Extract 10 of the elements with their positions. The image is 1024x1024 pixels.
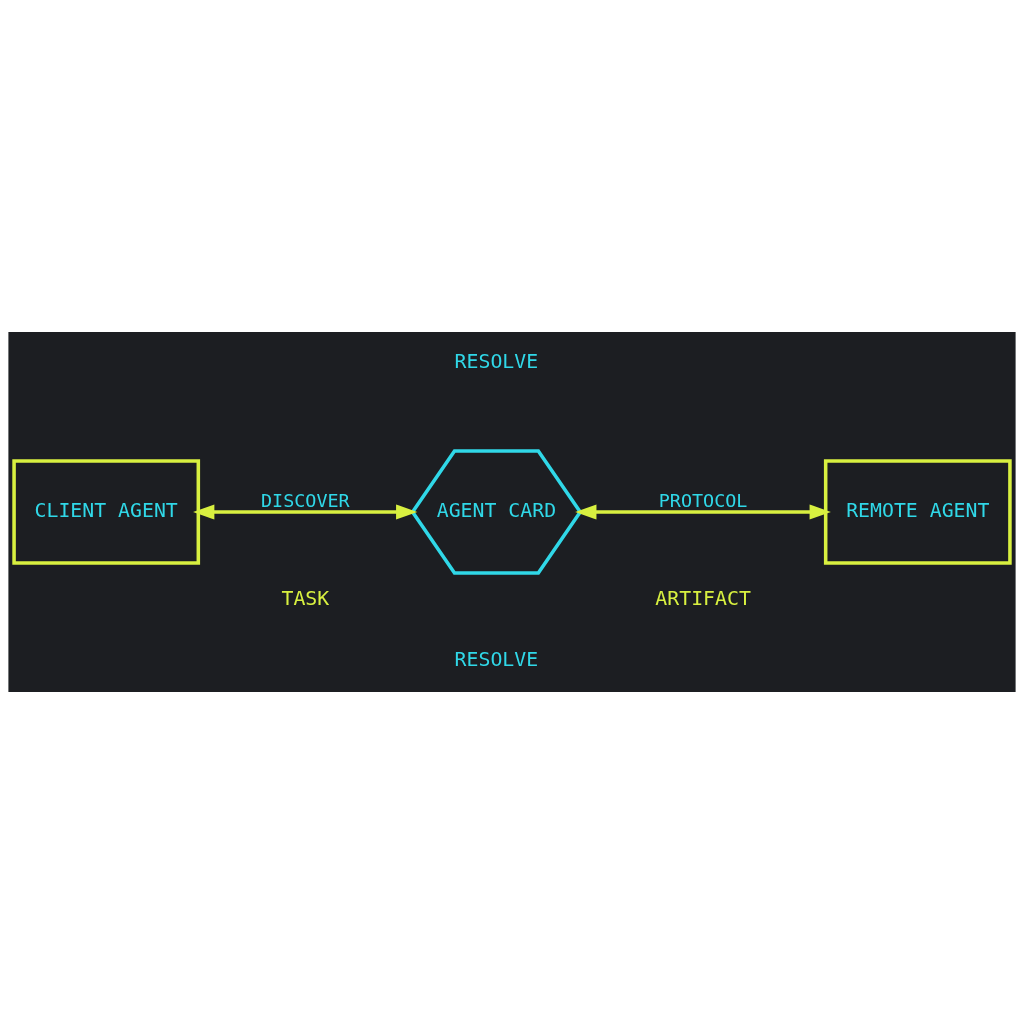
arrow [575,504,831,520]
label: TASK [281,587,330,611]
label: RESOLVE [454,350,539,374]
arrow [193,504,418,520]
node-box: CLIENT AGENT [12,459,201,565]
label: ARTIFACT [655,587,751,611]
edge-label: DISCOVER [261,489,350,511]
edge-label: PROTOCOL [658,489,748,511]
node-box: REMOTE AGENT [823,459,1012,565]
label: RESOLVE [454,648,539,672]
